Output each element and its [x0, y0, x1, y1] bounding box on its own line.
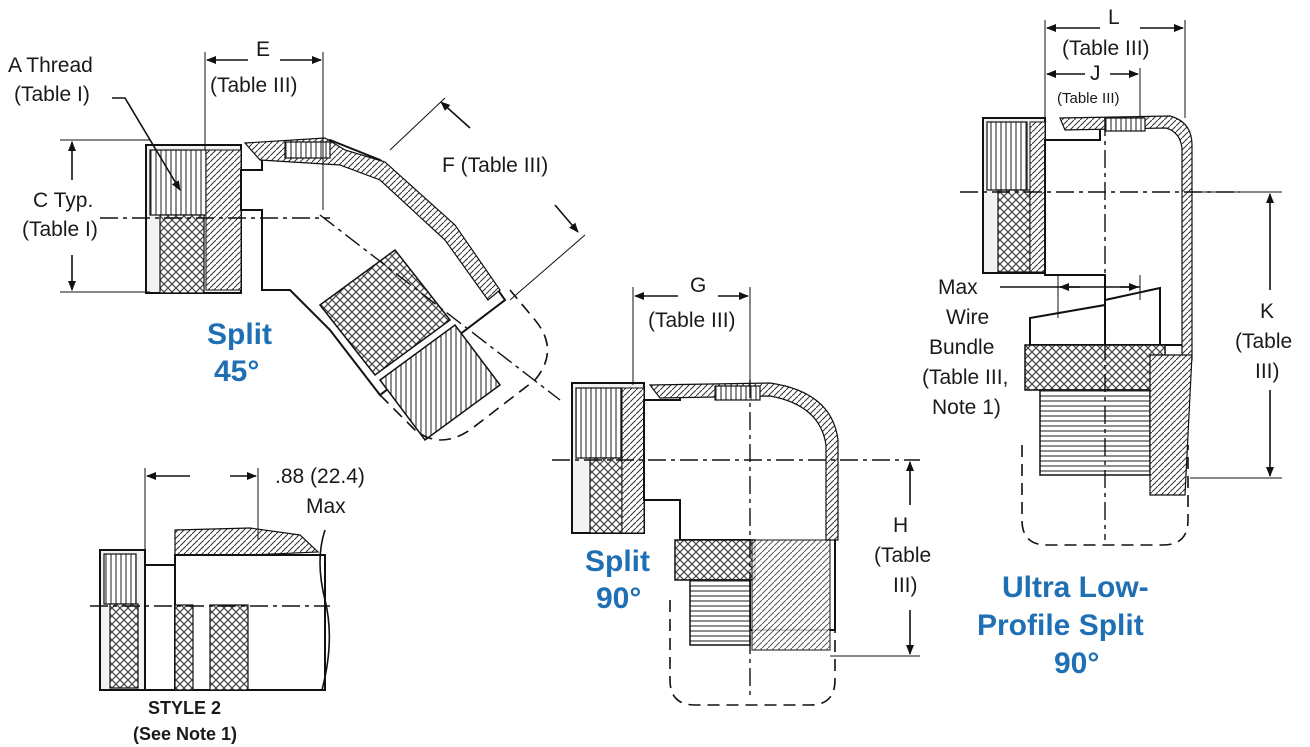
g-dimension: G (Table III): [632, 274, 751, 385]
split-45-connector: [100, 137, 561, 442]
max-wire-label-1: Max: [938, 276, 978, 299]
split90-bundle-envelope: [669, 600, 836, 706]
k-label-3: III): [1255, 360, 1280, 383]
max-wire-label-4: (Table III,: [922, 366, 1008, 389]
g-label-1: G: [690, 274, 706, 297]
e-dimension: E (Table III): [204, 38, 324, 210]
a-thread-label-2: (Table I): [14, 83, 90, 106]
c-typ-dimension: C Typ. (Table I): [22, 139, 150, 293]
split-90-connector: [552, 380, 920, 706]
h-label-3: III): [893, 574, 918, 597]
style-2-title-2: (See Note 1): [133, 724, 237, 744]
ultra-low-profile-connector: [960, 115, 1240, 546]
nut-section: [205, 149, 242, 291]
max-wire-label-5: Note 1): [932, 396, 1001, 419]
c-typ-label-1: C Typ.: [33, 189, 93, 212]
style-2-title-1: STYLE 2: [148, 698, 221, 718]
k-label-2: (Table: [1235, 330, 1292, 353]
style2-dim-label-1: .88 (22.4): [275, 465, 365, 488]
nut-thread-ribs: [149, 149, 207, 216]
elbow-shell-section: [243, 137, 501, 301]
ulp-bundle-envelope: [1021, 445, 1189, 546]
j-label-1: J: [1090, 62, 1101, 85]
split-90-title-1: Split: [585, 545, 650, 578]
k-label-1: K: [1260, 300, 1274, 323]
g-label-2: (Table III): [648, 309, 736, 332]
l-label-1: L: [1108, 6, 1120, 29]
e-label-2: (Table III): [210, 74, 298, 97]
screw: [284, 141, 331, 159]
nut-knurl: [159, 214, 205, 294]
split-90-title-2: 90°: [596, 582, 641, 615]
ulp-title-3: 90°: [1054, 647, 1099, 680]
strain-relief: [378, 323, 502, 442]
split-45-title-2: 45°: [214, 355, 259, 388]
centerline-angled: [319, 214, 561, 401]
style-2-dimension: .88 (22.4) Max: [144, 465, 365, 550]
max-wire-label-2: Wire: [946, 306, 989, 329]
style-2-connector: [90, 527, 331, 691]
h-dimension: H (Table III): [830, 461, 931, 657]
f-dimension: F (Table III): [389, 97, 586, 301]
h-label-2: (Table: [874, 544, 931, 567]
f-label: F (Table III): [442, 154, 548, 177]
h-label-1: H: [893, 514, 908, 537]
split-45-title-1: Split: [207, 318, 272, 351]
k-dimension: K (Table III): [1190, 191, 1292, 479]
knurl-ring: [318, 248, 452, 377]
j-label-2: (Table III): [1057, 90, 1120, 107]
l-dimension: L (Table III): [1044, 6, 1186, 140]
max-wire-label-3: Bundle: [929, 336, 994, 359]
ulp-title-2: Profile Split: [977, 609, 1144, 642]
a-thread-dimension: A Thread (Table I): [8, 54, 181, 191]
c-typ-label-2: (Table I): [22, 218, 98, 241]
l-label-2: (Table III): [1062, 37, 1150, 60]
ulp-title-1: Ultra Low-: [1002, 571, 1149, 604]
a-thread-label-1: A Thread: [8, 54, 93, 77]
style2-dim-label-2: Max: [306, 495, 346, 518]
j-dimension: J (Table III): [1046, 62, 1141, 118]
max-wire-bundle-dimension: Max Wire Bundle (Table III, Note 1): [922, 275, 1141, 419]
e-label-1: E: [256, 38, 270, 61]
